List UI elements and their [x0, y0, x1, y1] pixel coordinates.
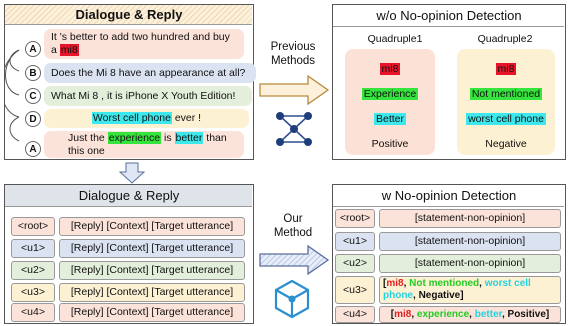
panel-title: Dialogue & Reply: [75, 7, 183, 22]
previous-methods-arrow: [259, 74, 330, 106]
tag-u2: <u2>: [335, 254, 375, 273]
opinion-highlight: better: [174, 131, 204, 144]
tag-u2: <u2>: [11, 261, 55, 280]
panel-header: [5, 5, 252, 25]
quad2-aspect: Not mentioned: [469, 88, 543, 100]
dialogue-reply-panel-top: Dialogue & Reply A It 's better to add t…: [4, 4, 256, 160]
model-cube-icon: [274, 279, 310, 319]
quad2-opinion: worst cell phone: [466, 113, 546, 125]
tag-root: <root>: [335, 209, 375, 228]
with-no-opinion-panel: w No-opinion Detection <root> [statement…: [332, 184, 566, 324]
quad2-sentiment: Negative: [485, 138, 527, 150]
sequence-u2: [Reply] [Context] [Target utterance]: [59, 261, 245, 280]
aspect-highlight: experience: [107, 131, 162, 144]
quad1-opinion: Better: [373, 113, 406, 125]
neural-network-icon: [276, 112, 312, 146]
tag-u1: <u1>: [335, 232, 375, 251]
reply-tree-connectors: [5, 49, 20, 142]
quadruple2-header: Quadruple2: [477, 33, 533, 45]
speaker-b-icon: B: [25, 65, 41, 81]
tag-u3: <u3>: [11, 283, 55, 302]
quad1-target: mi8: [379, 63, 401, 75]
quadruple-u4: [mi8, experience, better, Positive]: [379, 306, 561, 323]
panel-title: w/o No-opinion Detection: [376, 8, 522, 23]
utterance-1: It 's better to add two hundred and buy …: [44, 29, 244, 59]
quad1-sentiment: Positive: [371, 138, 409, 150]
quadruple2-card: mi8 Not mentioned worst cell phone Negat…: [457, 49, 555, 155]
utterance-4: Worst cell phone ever !: [44, 109, 249, 128]
speaker-a-icon: A: [25, 141, 41, 157]
quad1-aspect: Experience: [361, 88, 419, 100]
previous-methods-label: Previous Methods: [270, 41, 316, 67]
label-u1: [statement-non-opinion]: [379, 232, 561, 251]
tag-u3: <u3>: [335, 276, 375, 304]
utterance-3: What Mi 8 , it is iPhone X Youth Edition…: [44, 86, 252, 106]
sequence-root: [Reply] [Context] [Target utterance]: [59, 217, 245, 236]
label-root: [statement-non-opinion]: [379, 209, 561, 228]
sequence-u4: [Reply] [Context] [Target utterance]: [59, 303, 245, 322]
down-arrow: [118, 162, 146, 184]
panel-title: w No-opinion Detection: [381, 188, 517, 203]
tag-u1: <u1>: [11, 239, 55, 258]
tag-u4: <u4>: [335, 306, 375, 323]
quadruple1-card: mi8 Experience Better Positive: [345, 49, 435, 155]
speaker-c-icon: C: [25, 88, 41, 104]
quadruple-u3: [mi8, Not mentioned, worst cell phone, N…: [379, 276, 561, 304]
sequence-u1: [Reply] [Context] [Target utterance]: [59, 239, 245, 258]
without-no-opinion-panel: w/o No-opinion Detection Quadruple1 mi8 …: [332, 4, 566, 160]
utterance-5: Just the experience is better than this …: [44, 131, 244, 158]
speaker-d-icon: D: [25, 111, 41, 127]
label-u2: [statement-non-opinion]: [379, 254, 561, 273]
our-method-arrow: [259, 244, 330, 276]
panel-header: [5, 185, 252, 207]
target-highlight: mi8: [59, 44, 79, 56]
panel-title: Dialogue & Reply: [78, 188, 180, 203]
opinion-highlight: Worst cell phone: [91, 112, 172, 124]
our-method-label: Our Method: [273, 213, 313, 239]
quad2-target: mi8: [495, 63, 517, 75]
panel-header: [333, 5, 564, 27]
panel-header: [333, 185, 564, 207]
dialogue-reply-panel-bottom: Dialogue & Reply <root> [Reply] [Context…: [4, 184, 254, 324]
tag-root: <root>: [11, 217, 55, 236]
sequence-u3: [Reply] [Context] [Target utterance]: [59, 283, 245, 302]
speaker-a-icon: A: [25, 41, 41, 57]
utterance-2: Does the Mi 8 have an appearance at all?: [44, 63, 256, 83]
quadruple1-header: Quadruple1: [367, 33, 423, 45]
tag-u4: <u4>: [11, 303, 55, 322]
